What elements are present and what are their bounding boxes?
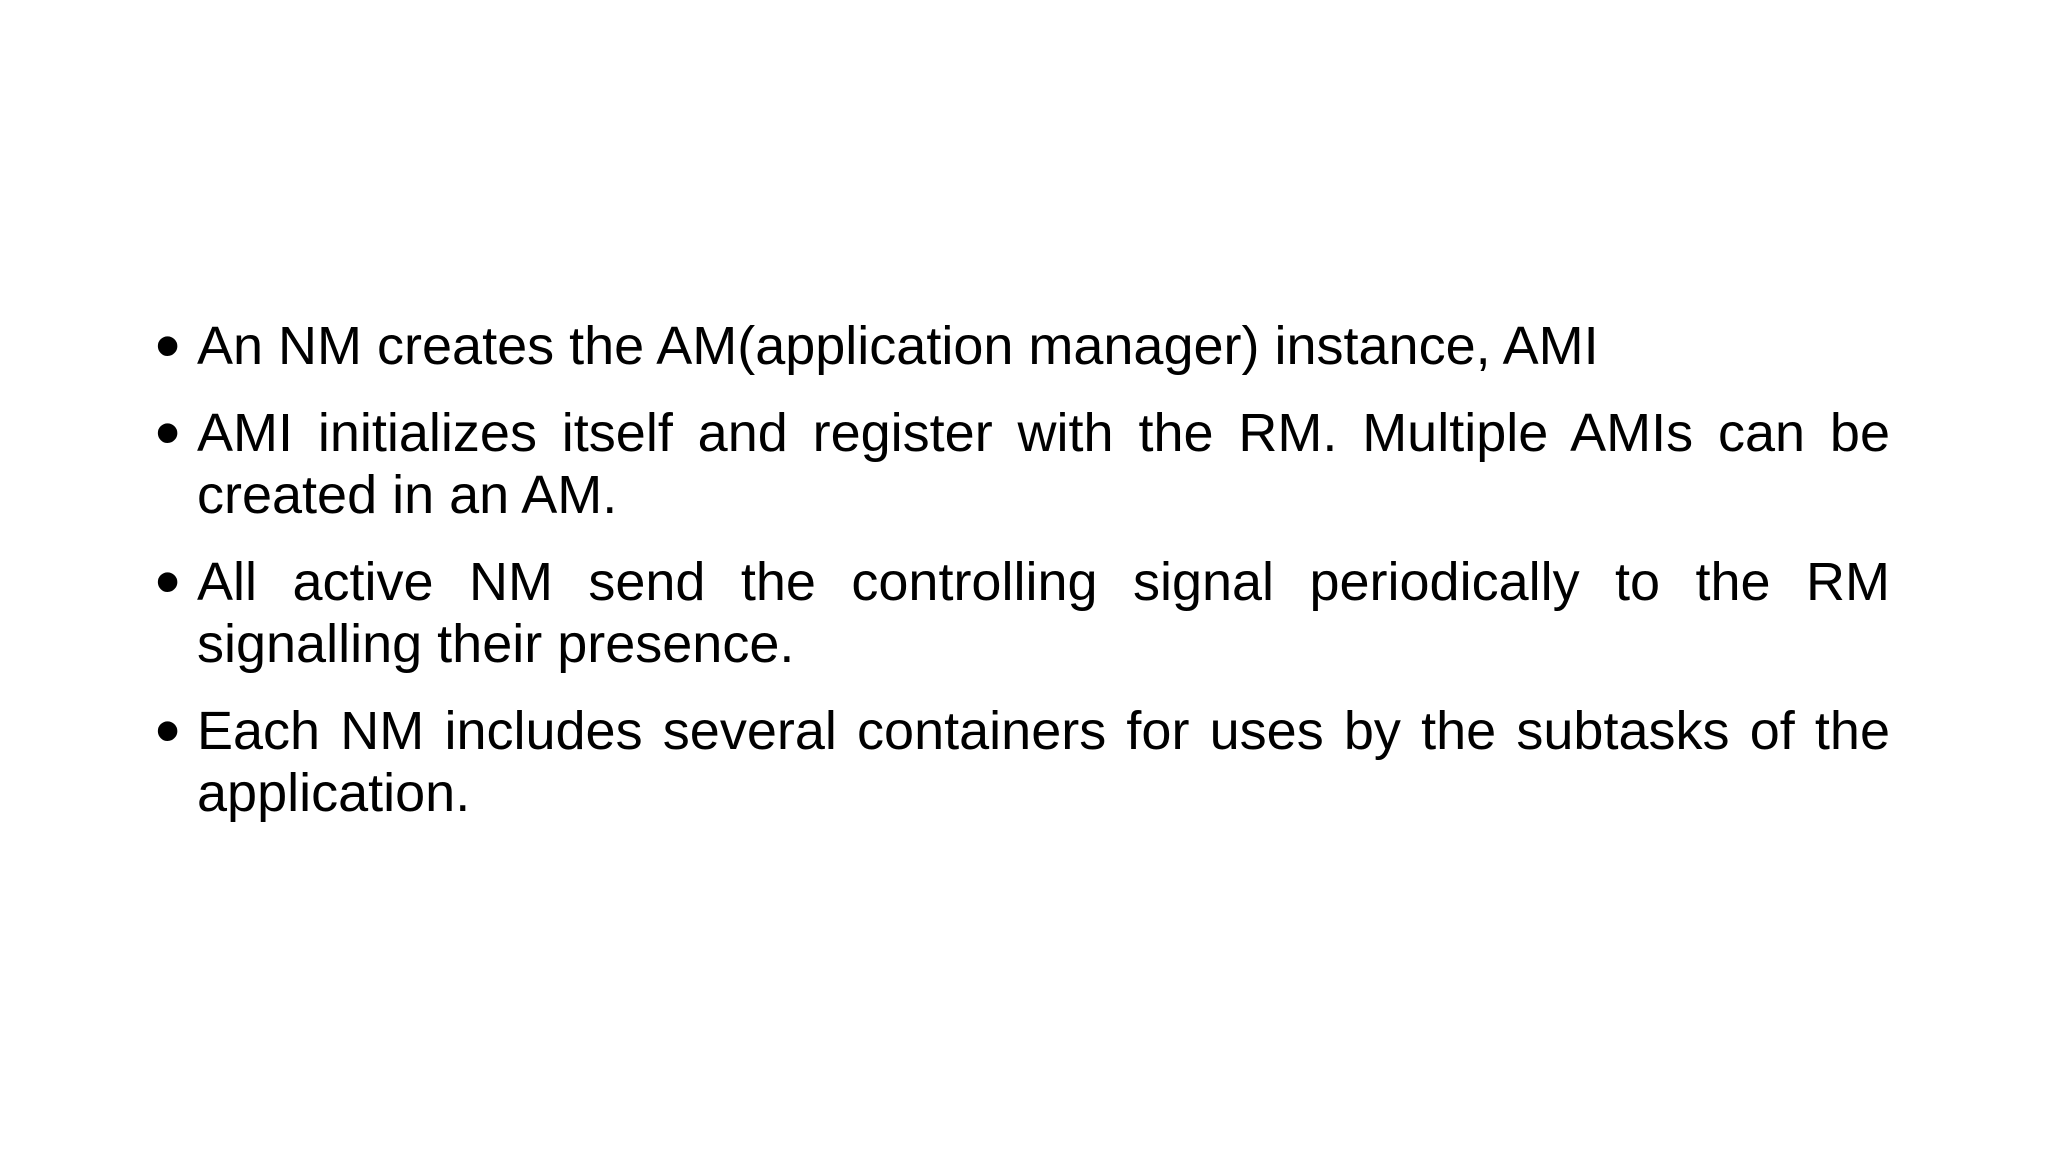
- bullet-marker-icon: •: [155, 393, 181, 473]
- bullet-3-line-2: signalling their presence.: [197, 614, 795, 674]
- bullet-marker-icon: •: [155, 691, 181, 771]
- bullet-list: • An NM creates the AM(application manag…: [155, 310, 1890, 824]
- bullet-4-line-1: Each NM includes several containers for …: [197, 701, 1890, 761]
- bullet-3-line-1: All active NM send the controlling signa…: [197, 552, 1890, 612]
- bullet-marker-icon: •: [155, 542, 181, 622]
- bullet-1-line-1: An NM creates the AM(application manager…: [197, 316, 1599, 376]
- bullet-2-line-2: created in an AM.: [197, 465, 618, 525]
- bullet-item-4: • Each NM includes several containers fo…: [155, 695, 1890, 824]
- bullet-item-3: • All active NM send the controlling sig…: [155, 546, 1890, 675]
- bullet-marker-icon: •: [155, 306, 181, 386]
- bullet-item-2: • AMI initializes itself and register wi…: [155, 397, 1890, 526]
- bullet-item-1: • An NM creates the AM(application manag…: [155, 310, 1890, 382]
- bullet-4-line-2: application.: [197, 763, 471, 823]
- bullet-2-line-1: AMI initializes itself and register with…: [197, 403, 1890, 463]
